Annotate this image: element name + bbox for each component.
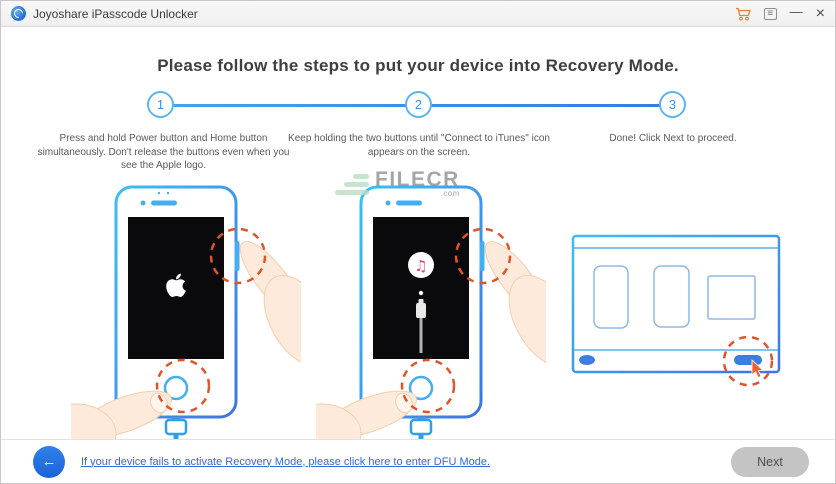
close-button[interactable]: ×: [815, 4, 825, 22]
panel-outline: [707, 275, 756, 320]
speaker-slot: [396, 200, 422, 206]
minimize-button[interactable]: —: [789, 4, 803, 19]
back-arrow-icon: ←: [41, 453, 57, 470]
dfu-mode-link[interactable]: If your device fails to activate Recover…: [81, 455, 491, 468]
window-title: Joyoshare iPasscode Unlocker: [33, 6, 198, 21]
cart-icon[interactable]: [735, 7, 751, 21]
speaker-slot: [151, 200, 177, 206]
window-controls: ≡ — ×: [735, 4, 825, 23]
title-bar: Joyoshare iPasscode Unlocker ≡ — ×: [1, 1, 835, 27]
device-outline-1: [593, 265, 629, 329]
next-button-highlight: [722, 335, 774, 387]
mini-next-button: [734, 355, 762, 365]
lightning-cable: [164, 417, 188, 441]
hand-bottom-illustration: [71, 390, 172, 441]
monitor-illustration: [571, 234, 781, 387]
footer-bar: ← If your device fails to activate Recov…: [1, 439, 835, 483]
step-indicator-1: 1: [147, 91, 174, 118]
cable-connect-icon: [416, 299, 426, 353]
hand-bottom-illustration: [316, 390, 417, 441]
app-window-outline: [571, 234, 781, 374]
page-title: Please follow the steps to put your devi…: [157, 56, 679, 75]
hand-top-illustration: [239, 241, 301, 368]
main-content: Please follow the steps to put your devi…: [1, 28, 835, 441]
menu-icon[interactable]: ≡: [763, 7, 777, 20]
lightning-cable: [409, 417, 433, 441]
step-description-1: Press and hold Power button and Home but…: [37, 133, 290, 171]
apple-logo-icon: [166, 273, 186, 297]
home-button: [163, 375, 189, 401]
svg-text:♫: ♫: [414, 257, 427, 275]
back-button[interactable]: ←: [33, 445, 65, 478]
power-button: [479, 241, 485, 271]
step-indicator-2: 2: [405, 91, 432, 118]
phone-apple-logo-illustration: [71, 185, 301, 441]
camera-dot: [140, 200, 146, 206]
step-description-2: Keep holding the two buttons until "Conn…: [288, 133, 550, 158]
home-button: [408, 375, 434, 401]
power-button: [234, 241, 240, 271]
cursor-icon: [751, 359, 764, 379]
itunes-icon: ♫: [408, 252, 434, 278]
power-button-highlight: [454, 227, 512, 285]
joyoshare-logo-icon: [11, 6, 26, 21]
power-button-highlight: [209, 227, 267, 285]
phone-itunes-illustration: ♫: [316, 185, 546, 441]
device-outline-2: [653, 265, 690, 328]
hand-top-illustration: [484, 241, 546, 368]
home-button-highlight: [400, 358, 456, 414]
next-button[interactable]: Next: [731, 446, 809, 477]
step-description-3: Done! Click Next to proceed.: [609, 133, 737, 144]
mini-back-button: [579, 355, 595, 365]
step-indicator-3: 3: [659, 91, 686, 118]
home-button-highlight: [155, 358, 211, 414]
camera-dot: [385, 200, 391, 206]
